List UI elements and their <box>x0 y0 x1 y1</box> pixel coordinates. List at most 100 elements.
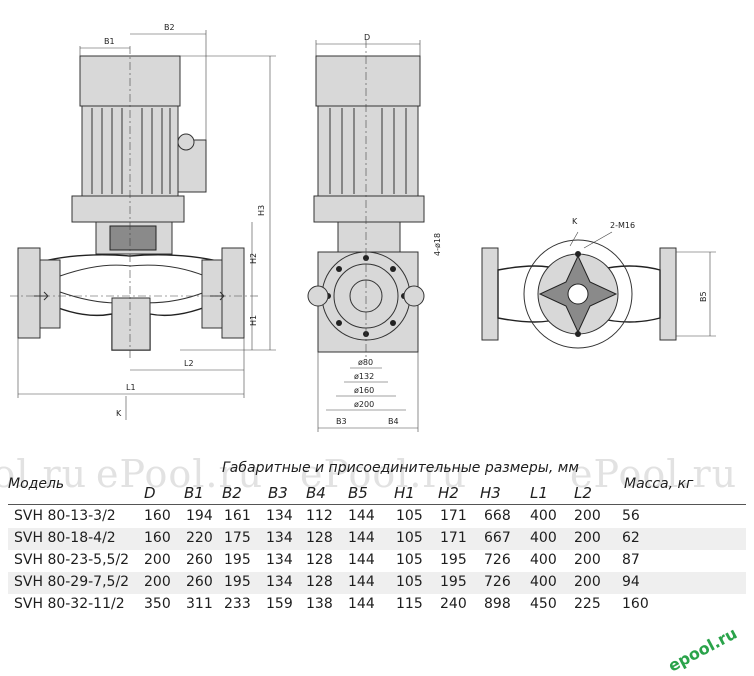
cell: 134 <box>266 530 293 546</box>
dim-k-front: K <box>116 409 122 418</box>
cell: 898 <box>484 596 511 612</box>
col-header: D <box>144 484 156 502</box>
col-header: B2 <box>222 484 242 502</box>
dim-b5: B5 <box>699 291 708 302</box>
cell: 311 <box>186 596 213 612</box>
cell: 105 <box>396 574 423 590</box>
dim-m16: 2-M16 <box>610 221 635 230</box>
cell-mass: 94 <box>622 574 640 590</box>
cell: 400 <box>530 530 557 546</box>
cell: 138 <box>306 596 333 612</box>
cell: 171 <box>440 508 467 524</box>
cell-model: SVH 80-23-5,5/2 <box>14 552 130 568</box>
cell: 144 <box>348 530 375 546</box>
table-row: SVH 80-13-3/2 160 194 161 134 112 144 10… <box>8 506 746 528</box>
cell: 161 <box>224 508 251 524</box>
motor-body <box>81 105 179 197</box>
cell: 128 <box>306 530 333 546</box>
cell: 200 <box>574 530 601 546</box>
table-row: SVH 80-29-7,5/2 200 260 195 134 128 144 … <box>8 572 746 594</box>
cell: 105 <box>396 552 423 568</box>
cell: 400 <box>530 552 557 568</box>
dim-l2: L2 <box>184 359 194 368</box>
dim-b4: B4 <box>388 417 399 426</box>
col-header: H2 <box>438 484 459 502</box>
dim-h3: H3 <box>257 205 266 216</box>
cell: 144 <box>348 508 375 524</box>
watermark-3: ePool.ru <box>300 452 468 496</box>
col-header: L2 <box>574 484 592 502</box>
watermark-1: ePool.ru <box>0 452 88 496</box>
cell: 225 <box>574 596 601 612</box>
cell: 128 <box>306 574 333 590</box>
cell: 105 <box>396 508 423 524</box>
dim-bolt: 4-ø18 <box>433 233 442 256</box>
cell: 194 <box>186 508 213 524</box>
cell-mass: 87 <box>622 552 640 568</box>
table-header-dimensions: Габаритные и присоединительные размеры, … <box>222 460 579 476</box>
cell: 400 <box>530 508 557 524</box>
table-row: SVH 80-23-5,5/2 200 260 195 134 128 144 … <box>8 550 746 572</box>
cell: 134 <box>266 552 293 568</box>
cell: 105 <box>396 530 423 546</box>
outlet-flange <box>221 247 245 339</box>
dim-b3: B3 <box>336 417 347 426</box>
col-header: H3 <box>480 484 501 502</box>
cell-model: SVH 80-29-7,5/2 <box>14 574 130 590</box>
col-header: B3 <box>268 484 288 502</box>
cell: 160 <box>144 530 171 546</box>
cell: 260 <box>186 552 213 568</box>
dim-h1: H1 <box>249 315 258 326</box>
cell: 144 <box>348 552 375 568</box>
col-header: L1 <box>530 484 548 502</box>
col-header: B4 <box>306 484 326 502</box>
cell: 144 <box>348 596 375 612</box>
front-view: B1 B2 H3 H2 H1 L2 L1 K <box>10 23 276 420</box>
pump-dimension-drawing: B1 B2 H3 H2 H1 L2 L1 K <box>10 23 716 432</box>
site-logo: epool.ru <box>664 623 741 676</box>
top-view: K 2-M16 B5 <box>481 217 716 349</box>
cell: 450 <box>530 596 557 612</box>
cell-model: SVH 80-32-11/2 <box>14 596 125 612</box>
cell: 220 <box>186 530 213 546</box>
cell: 160 <box>144 508 171 524</box>
motor-flange <box>71 195 185 223</box>
watermark-2: ePool.ru <box>96 452 264 496</box>
cell: 668 <box>484 508 511 524</box>
dim-d80: ø80 <box>358 358 373 367</box>
col-header: H1 <box>394 484 415 502</box>
cell: 350 <box>144 596 171 612</box>
table-header-mass: Масса, кг <box>624 476 694 492</box>
dim-d160: ø160 <box>354 386 374 395</box>
dim-h2: H2 <box>249 253 258 264</box>
side-view: D 4-ø18 ø80 ø132 ø160 ø200 B3 B4 <box>307 33 442 432</box>
cell: 144 <box>348 574 375 590</box>
table-rule <box>8 504 746 505</box>
inlet-flange <box>17 247 41 339</box>
dim-b2: B2 <box>164 23 175 32</box>
cell-model: SVH 80-18-4/2 <box>14 530 116 546</box>
col-header: B5 <box>348 484 368 502</box>
cell: 175 <box>224 530 251 546</box>
cell: 233 <box>224 596 251 612</box>
cell: 112 <box>306 508 333 524</box>
cell: 115 <box>396 596 423 612</box>
dim-k-top: K <box>572 217 578 226</box>
cell-model: SVH 80-13-3/2 <box>14 508 116 524</box>
cell: 260 <box>186 574 213 590</box>
dim-b1: B1 <box>104 37 115 46</box>
dim-l1: L1 <box>126 383 136 392</box>
table-header-model: Модель <box>8 476 65 492</box>
cell: 200 <box>144 574 171 590</box>
cell: 134 <box>266 508 293 524</box>
cell: 726 <box>484 552 511 568</box>
cell: 195 <box>224 574 251 590</box>
table-row: SVH 80-32-11/2 350 311 233 159 138 144 1… <box>8 594 746 616</box>
col-header: B1 <box>184 484 204 502</box>
cell-mass: 62 <box>622 530 640 546</box>
cell: 726 <box>484 574 511 590</box>
cell: 667 <box>484 530 511 546</box>
cell: 200 <box>574 508 601 524</box>
cell: 200 <box>574 574 601 590</box>
cell: 195 <box>224 552 251 568</box>
